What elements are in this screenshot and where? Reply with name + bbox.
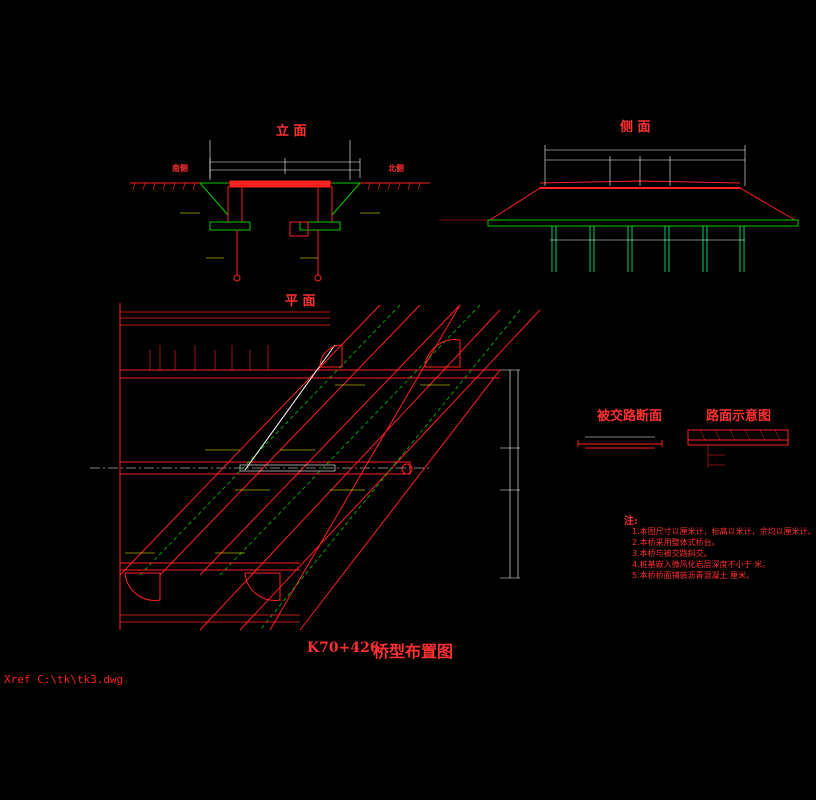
drawing-station: K70+426 xyxy=(307,640,380,656)
drawing-name: 桥型布置图 xyxy=(373,642,454,661)
plan-title: 平 面 xyxy=(285,294,316,309)
notes-heading: 注: xyxy=(624,516,638,527)
plan-upper-hatches xyxy=(149,345,269,370)
side-embankment xyxy=(489,187,796,221)
plan-skew-strips xyxy=(119,304,541,631)
note-line: 1.本图尺寸以厘米计，标高以米计，余均以厘米计。 xyxy=(632,527,816,536)
cross-road-section xyxy=(577,436,663,449)
pavement-title: 路面示意图 xyxy=(706,409,772,424)
note-line: 4.桩基嵌入微风化岩层深度不小于 米。 xyxy=(632,560,771,569)
plan-station-markers xyxy=(125,384,450,554)
side-title: 侧 面 xyxy=(620,120,651,135)
xref-path: Xref C:\tk\tk3.dwg xyxy=(4,673,124,686)
plan-skew-guides xyxy=(139,304,521,631)
note-line: 5.本桥桥面铺装沥青混凝土 厘米。 xyxy=(632,571,755,580)
elevation-deck xyxy=(229,180,331,188)
plan-view xyxy=(90,303,541,631)
plan-cone-4 xyxy=(244,572,281,601)
plan-cone-1 xyxy=(319,344,343,368)
elevation-view xyxy=(130,140,430,282)
side-dimensions xyxy=(544,145,746,241)
plan-side-dimension xyxy=(500,369,520,579)
note-line: 3.本桥与被交路斜交。 xyxy=(632,549,712,558)
side-view xyxy=(440,145,800,272)
elevation-dimensions xyxy=(209,140,361,180)
side-piles xyxy=(551,226,745,272)
elevation-right-side-label: 北侧 xyxy=(388,163,404,173)
pavement-diagram xyxy=(687,429,789,468)
elevation-level-markers xyxy=(180,212,380,259)
cross-road-title: 被交路断面 xyxy=(597,409,663,424)
plan-main-road xyxy=(119,461,411,475)
elevation-left-side-label: 南侧 xyxy=(172,163,188,173)
plan-cone-2 xyxy=(424,339,461,368)
elevation-right-footing xyxy=(299,221,341,231)
elevation-pile-marker-left xyxy=(233,274,241,282)
note-line: 2.本桥采用整体式桥台。 xyxy=(632,538,720,547)
elevation-right-abutment xyxy=(317,186,333,223)
elevation-pile-marker-right xyxy=(314,274,322,282)
elevation-title: 立 面 xyxy=(276,124,307,139)
elevation-hatching xyxy=(132,182,421,191)
plan-cone-3 xyxy=(124,572,161,601)
elevation-left-abutment xyxy=(227,186,243,223)
elevation-left-footing xyxy=(209,221,251,231)
